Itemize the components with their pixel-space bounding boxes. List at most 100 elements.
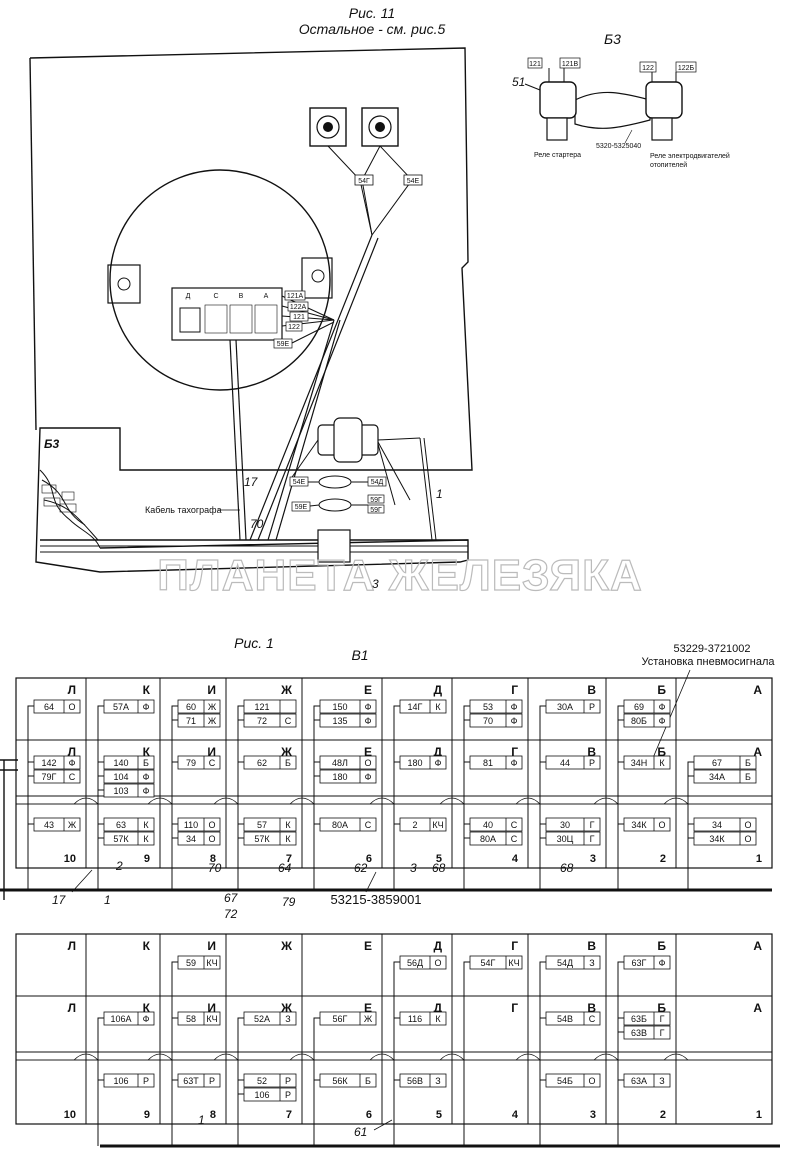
svg-text:КЧ: КЧ [206,958,217,968]
callout-68-a: 68 [432,861,446,875]
panel1-col-letter-mid: В [587,745,596,759]
svg-text:122А: 122А [290,304,307,311]
svg-text:150: 150 [332,702,347,712]
svg-text:34Н: 34Н [631,758,648,768]
panel1-wire-tag: 103 Ф [103,783,155,798]
svg-text:К: К [143,834,149,844]
svg-text:О: О [208,820,215,830]
svg-text:56К: 56К [332,1076,348,1086]
panel1-col-letter-mid: И [207,745,216,759]
svg-text:Р: Р [589,758,595,768]
dashboard-outline [29,47,473,573]
panel2-col-letter-mid: В [587,1001,596,1015]
panel2-col-letter-mid: Б [657,1001,666,1015]
figure-11-subcaption: Остальное - см. рис.5 [299,21,446,37]
figure-11-caption: Рис. 11 [349,5,395,21]
callout-68-b: 68 [560,861,574,875]
svg-text:С: С [285,716,292,726]
panel1-col-number: 1 [756,853,762,865]
callout-17-b: 17 [52,893,67,907]
figure-11: Рис. 11 Остальное - см. рис.5 54Г [29,5,642,601]
svg-text:63А: 63А [631,1076,647,1086]
svg-text:Г: Г [660,1028,665,1038]
svg-text:К: К [435,702,441,712]
panel1-col-letter-top: Б [657,683,666,697]
svg-text:Ж: Ж [208,716,217,726]
warning-lamp-right [361,107,399,147]
svg-text:135: 135 [332,716,347,726]
svg-text:З: З [435,1076,440,1086]
svg-text:О: О [68,702,75,712]
svg-text:63: 63 [116,820,126,830]
svg-text:Ф: Ф [143,786,150,796]
svg-text:С: С [209,758,216,768]
panel2-col-letter-top: Д [433,939,442,953]
panel2-col-letter-mid: А [753,1001,762,1015]
svg-text:С: С [213,293,218,300]
svg-text:54Д: 54Д [371,479,384,486]
lamp-wire-tag-1: 54Г [354,174,374,186]
panel2-col-number: 5 [436,1109,442,1121]
svg-text:КЧ: КЧ [206,1014,217,1024]
svg-text:122: 122 [288,324,300,331]
callout-79: 79 [282,895,296,909]
callout-17: 17 [244,475,259,489]
callout-3-b: 3 [410,861,417,875]
heater-relay-label-2: отопителей [650,161,687,169]
svg-text:80А: 80А [332,820,348,830]
panel1-col-number: 4 [512,853,519,865]
svg-text:О: О [658,820,665,830]
figure-1-caption: Рис. 1 [234,635,274,651]
svg-text:52А: 52А [254,1014,270,1024]
svg-text:Б: Б [745,772,751,782]
panel2-col-letter-top: Г [511,939,518,953]
panel1-col-letter-mid: Г [511,745,518,759]
svg-text:34А: 34А [709,772,725,782]
panel2-col-number: 3 [590,1109,596,1121]
svg-text:103: 103 [113,786,128,796]
callout-1: 1 [436,487,443,501]
svg-text:43: 43 [44,820,54,830]
svg-text:52: 52 [257,1076,267,1086]
svg-text:59: 59 [186,958,196,968]
svg-text:63Г: 63Г [632,958,647,968]
svg-text:180: 180 [407,758,422,768]
svg-text:40: 40 [483,820,493,830]
svg-text:Б: Б [745,758,751,768]
svg-text:Б: Б [143,758,149,768]
svg-text:106: 106 [113,1076,128,1086]
svg-text:Ж: Ж [364,1014,373,1024]
svg-text:Ж: Ж [208,702,217,712]
svg-text:62: 62 [257,758,267,768]
panel2-col-number: 6 [366,1109,372,1121]
svg-text:34: 34 [712,820,722,830]
